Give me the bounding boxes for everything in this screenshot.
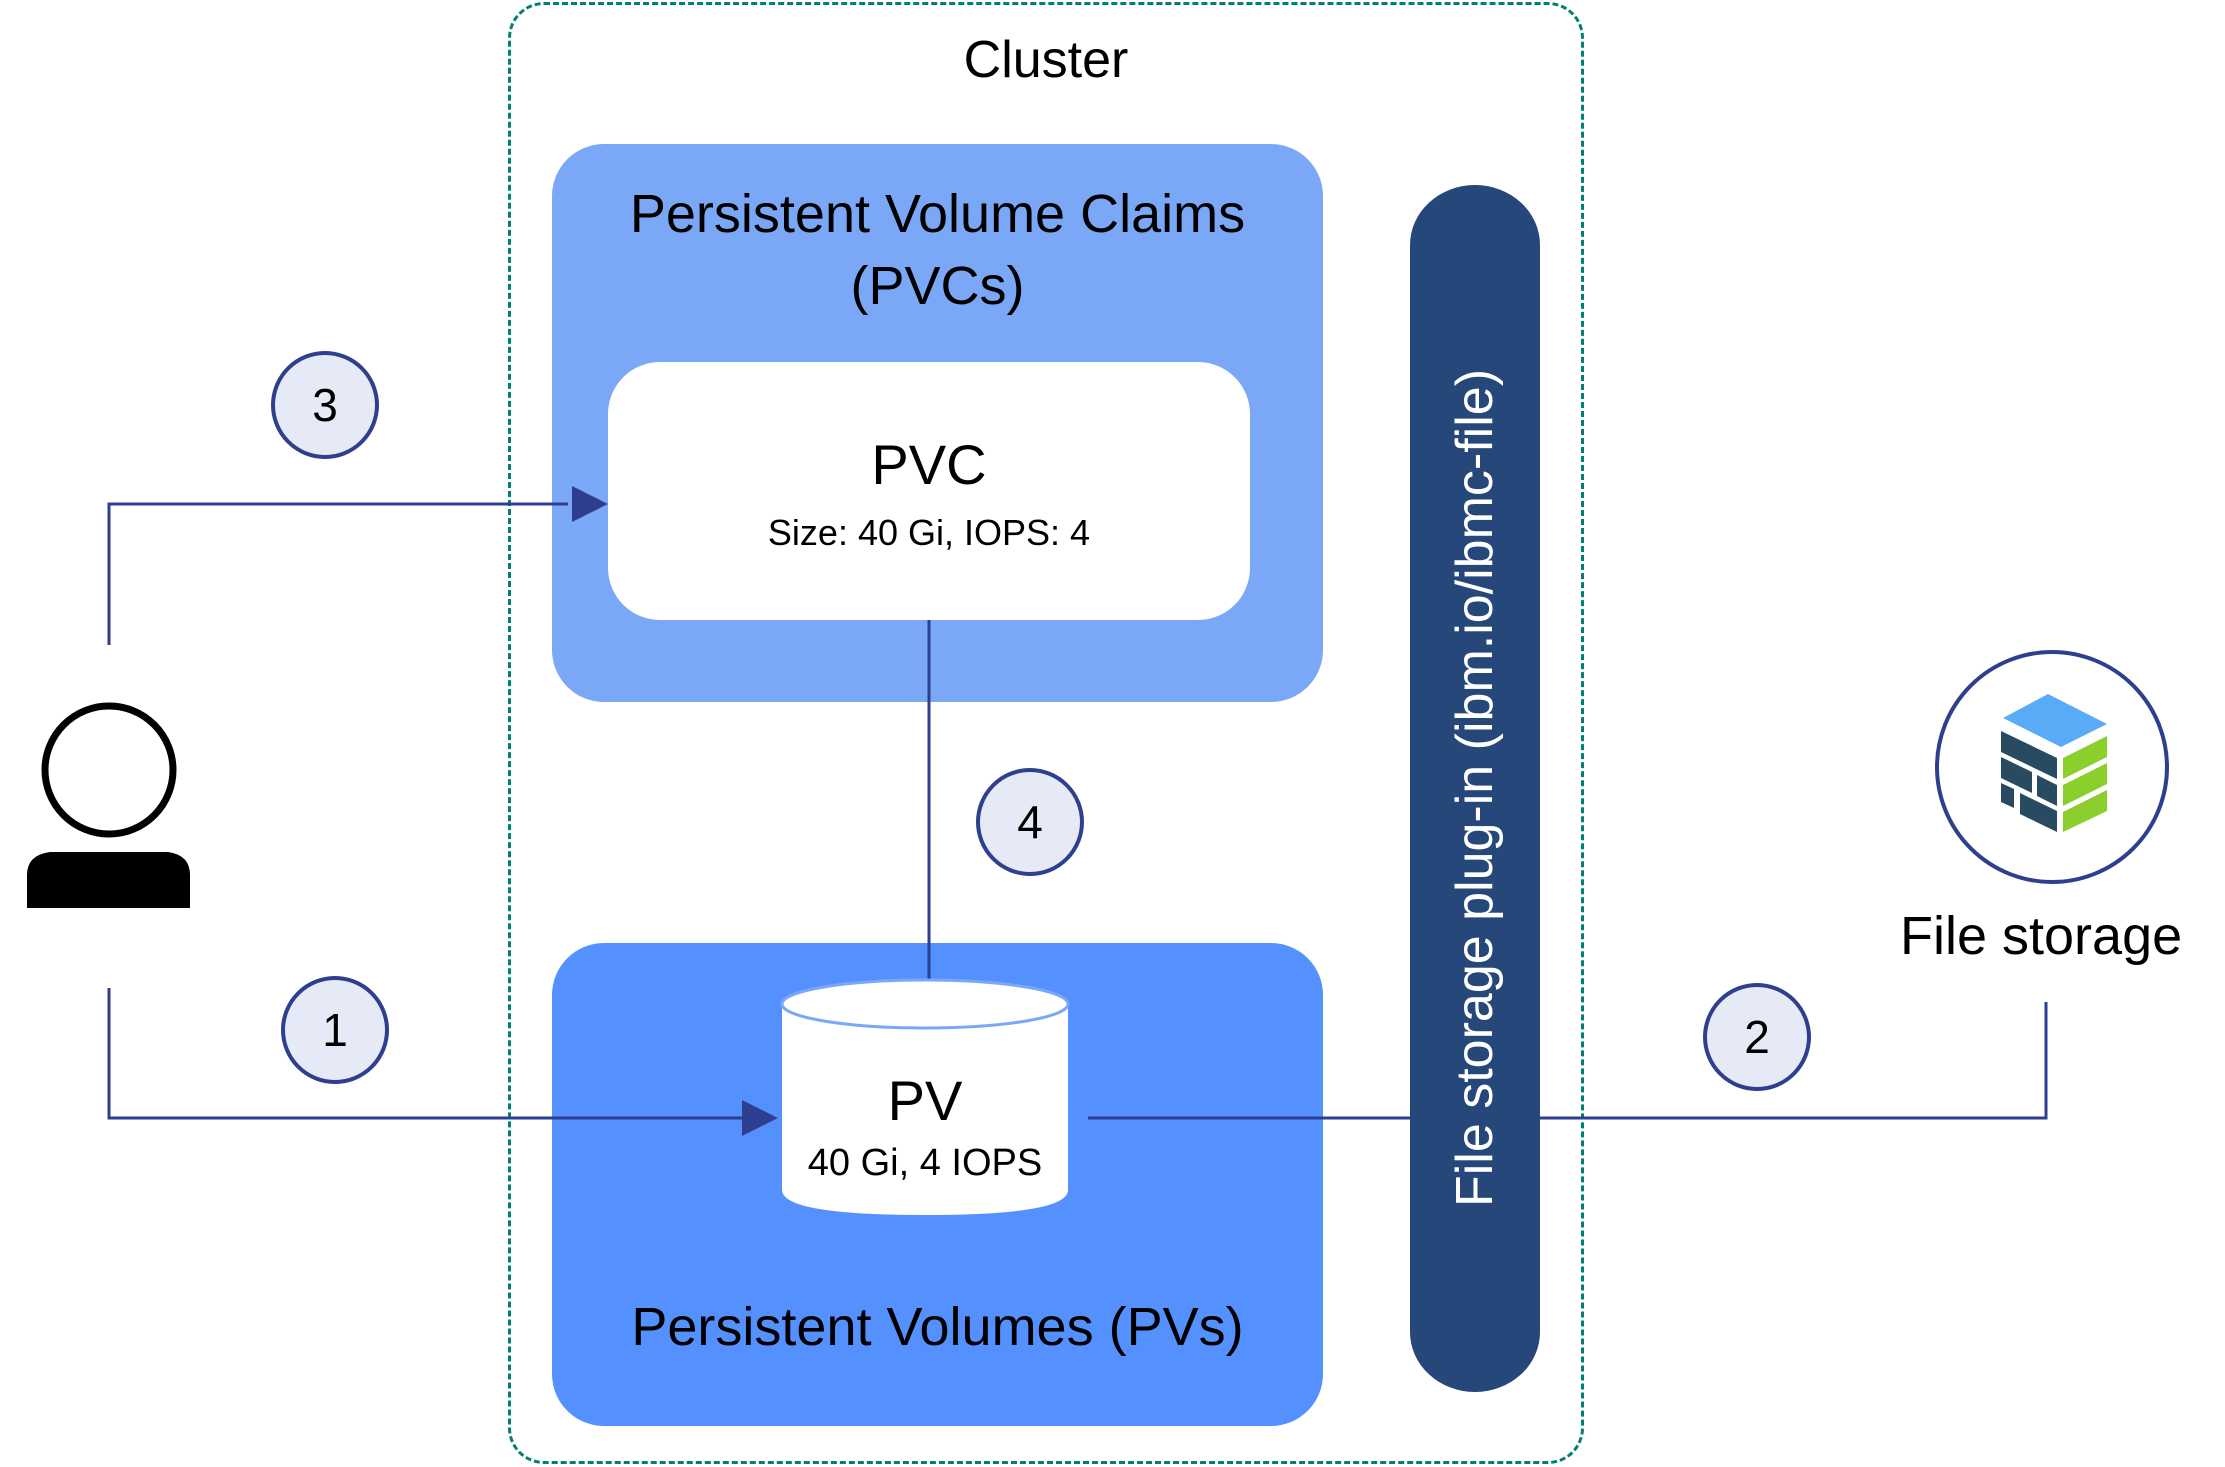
pvc-group-title: Persistent Volume Claims (PVCs) [552,178,1323,322]
pvc-spec: Size: 40 Gi, IOPS: 4 [767,512,1091,553]
file-storage-node[interactable] [1935,650,2169,884]
pvc-group-title-line1: Persistent Volume Claims [629,184,1246,244]
step-badge-4: 4 [976,768,1084,876]
arrowhead-icon [572,486,608,522]
connector-user-to-pv [107,988,778,1136]
pv-cylinder-icon[interactable] [780,978,1070,1215]
cluster-boundary [508,2,1584,1464]
pvc-card[interactable] [608,362,1250,620]
step-badge-2: 2 [1703,983,1811,1091]
connector-pv-to-file-storage [1088,1002,2048,1120]
pvc-name: PVC [871,433,987,496]
connector-user-to-pvc [107,486,608,645]
arrowhead-icon [742,1100,778,1136]
cluster-label: Cluster [963,31,1129,89]
file-storage-plugin[interactable] [1410,185,1540,1392]
step-badge-1: 1 [281,976,389,1084]
storage-bricks-icon [2001,694,2107,832]
pv-spec: 40 Gi, 4 IOPS [807,1142,1043,1184]
pvc-group-title-line2: (PVCs) [850,256,1025,316]
file-storage-label: File storage [1900,906,2183,966]
user-icon [27,702,190,908]
pv-name: PV [887,1069,963,1132]
pv-group-title: Persistent Volumes (PVs) [631,1297,1244,1357]
step-badge-3: 3 [271,351,379,459]
